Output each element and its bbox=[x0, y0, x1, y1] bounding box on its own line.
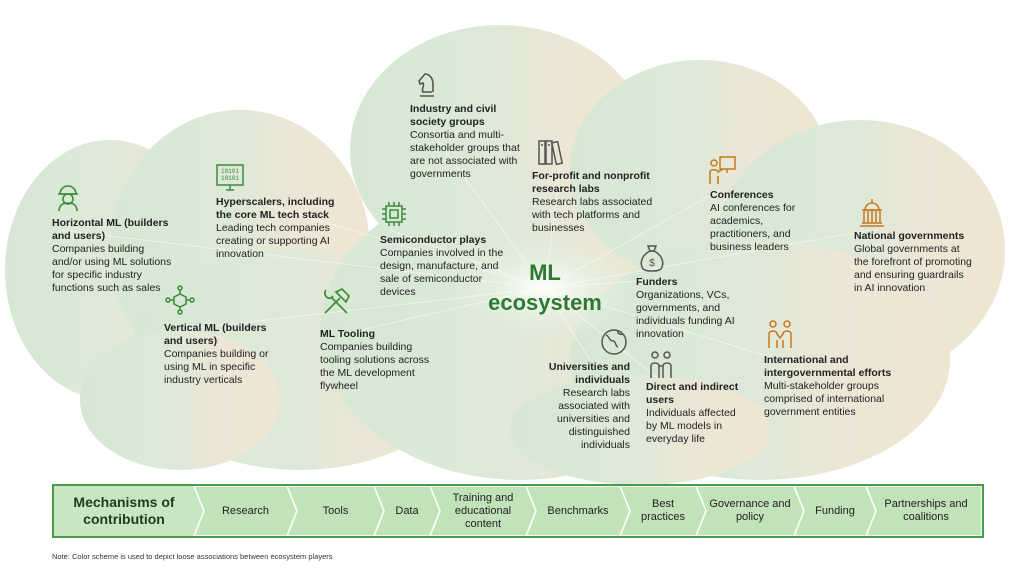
svg-text:10101: 10101 bbox=[221, 168, 239, 175]
mechanisms-bar: Mechanisms of contribution Research Tool… bbox=[52, 484, 984, 538]
player-industry-groups: Industry and civil society groups Consor… bbox=[410, 103, 520, 181]
player-vertical-ml: Vertical ML (builders and users) Compani… bbox=[164, 322, 282, 387]
player-title: Vertical ML (builders and users) bbox=[164, 322, 267, 347]
handshake-people-icon bbox=[768, 320, 792, 348]
player-research-labs: For-profit and nonprofit research labs R… bbox=[532, 170, 656, 235]
player-title: For-profit and nonprofit research labs bbox=[532, 170, 650, 195]
player-desc: Companies building and/or using ML solut… bbox=[52, 243, 172, 294]
player-desc: Multi-stakeholder groups comprised of in… bbox=[764, 380, 885, 418]
presenter-icon bbox=[709, 156, 736, 184]
player-title: Industry and civil society groups bbox=[410, 103, 497, 128]
player-title: Universities and individuals bbox=[548, 361, 630, 386]
player-title: Conferences bbox=[710, 189, 774, 201]
player-desc: Companies involved in the design, manufa… bbox=[380, 247, 504, 298]
player-horizontal-ml: Horizontal ML (builders and users) Compa… bbox=[52, 217, 172, 295]
player-desc: Research labs associated with tech platf… bbox=[532, 196, 653, 234]
mechanism-item: Training and educational content bbox=[452, 491, 514, 530]
mechanism-item: Partnerships and coalitions bbox=[884, 498, 968, 523]
mechanism-item: Data bbox=[395, 504, 419, 517]
player-desc: Leading tech companies creating or suppo… bbox=[216, 222, 330, 260]
svg-text:10101: 10101 bbox=[221, 175, 239, 182]
player-desc: Companies building or using ML in specif… bbox=[164, 348, 269, 386]
player-title: ML Tooling bbox=[320, 328, 376, 340]
player-title: Direct and indirect users bbox=[646, 381, 739, 406]
footnote: Note: Color scheme is used to depict loo… bbox=[52, 552, 333, 561]
mechanisms-title: Mechanisms of contribution bbox=[73, 494, 175, 527]
player-title: Semiconductor plays bbox=[380, 234, 487, 246]
center-title-line1: ML bbox=[529, 260, 561, 285]
mechanisms-arrows bbox=[193, 486, 982, 536]
player-title: Horizontal ML (builders and users) bbox=[52, 217, 169, 242]
player-conferences: Conferences AI conferences for academics… bbox=[710, 189, 820, 254]
mechanism-item: Tools bbox=[322, 504, 349, 517]
player-desc: Research labs associated with universiti… bbox=[557, 387, 630, 451]
network-cube-icon bbox=[165, 285, 195, 315]
player-national-governments: National governments Global governments … bbox=[854, 230, 972, 295]
capitol-icon bbox=[860, 199, 884, 227]
player-semiconductor: Semiconductor plays Companies involved i… bbox=[380, 234, 510, 299]
player-funders: Funders Organizations, VCs, governments,… bbox=[636, 276, 748, 341]
mechanism-item: Governance and policy bbox=[709, 498, 791, 523]
worker-hardhat-icon bbox=[58, 185, 78, 212]
player-title: International and intergovernmental effo… bbox=[764, 354, 892, 379]
player-desc: Companies building tooling solutions acr… bbox=[320, 341, 430, 392]
player-hyperscalers: Hyperscalers, including the core ML tech… bbox=[216, 196, 338, 261]
mechanism-item: Benchmarks bbox=[547, 504, 609, 517]
player-title: Hyperscalers, including the core ML tech… bbox=[216, 196, 335, 221]
player-desc: Individuals affected by ML models in eve… bbox=[646, 407, 736, 445]
binary-monitor-icon: 10101 10101 bbox=[216, 164, 244, 191]
player-desc: Organizations, VCs, governments, and ind… bbox=[636, 289, 735, 340]
player-title: Funders bbox=[636, 276, 678, 288]
center-title-line2: ecosystem bbox=[488, 290, 602, 315]
people-icon bbox=[650, 351, 672, 378]
player-desc: AI conferences for academics, practition… bbox=[710, 202, 796, 253]
mechanism-item: Research bbox=[221, 504, 270, 517]
chess-knight-icon bbox=[418, 73, 434, 97]
svg-text:$: $ bbox=[649, 258, 655, 269]
player-ml-tooling: ML Tooling Companies building tooling so… bbox=[320, 328, 440, 393]
player-universities: Universities and individuals Research la… bbox=[532, 361, 630, 452]
mechanism-item: Best practices bbox=[640, 498, 686, 523]
money-bag-icon: $ bbox=[640, 245, 664, 272]
player-desc: Global governments at the forefront of p… bbox=[854, 243, 972, 294]
hammer-wrench-icon bbox=[324, 287, 351, 314]
chip-icon bbox=[382, 202, 406, 226]
books-icon bbox=[538, 140, 564, 166]
globe-icon bbox=[601, 329, 627, 355]
player-international-efforts: International and intergovernmental effo… bbox=[764, 354, 896, 419]
mechanism-item: Funding bbox=[815, 504, 855, 517]
player-title: National governments bbox=[854, 230, 965, 242]
player-desc: Consortia and multi-stakeholder groups t… bbox=[410, 129, 520, 180]
player-users: Direct and indirect users Individuals af… bbox=[646, 381, 746, 446]
center-title: ML ecosystem bbox=[470, 258, 620, 318]
